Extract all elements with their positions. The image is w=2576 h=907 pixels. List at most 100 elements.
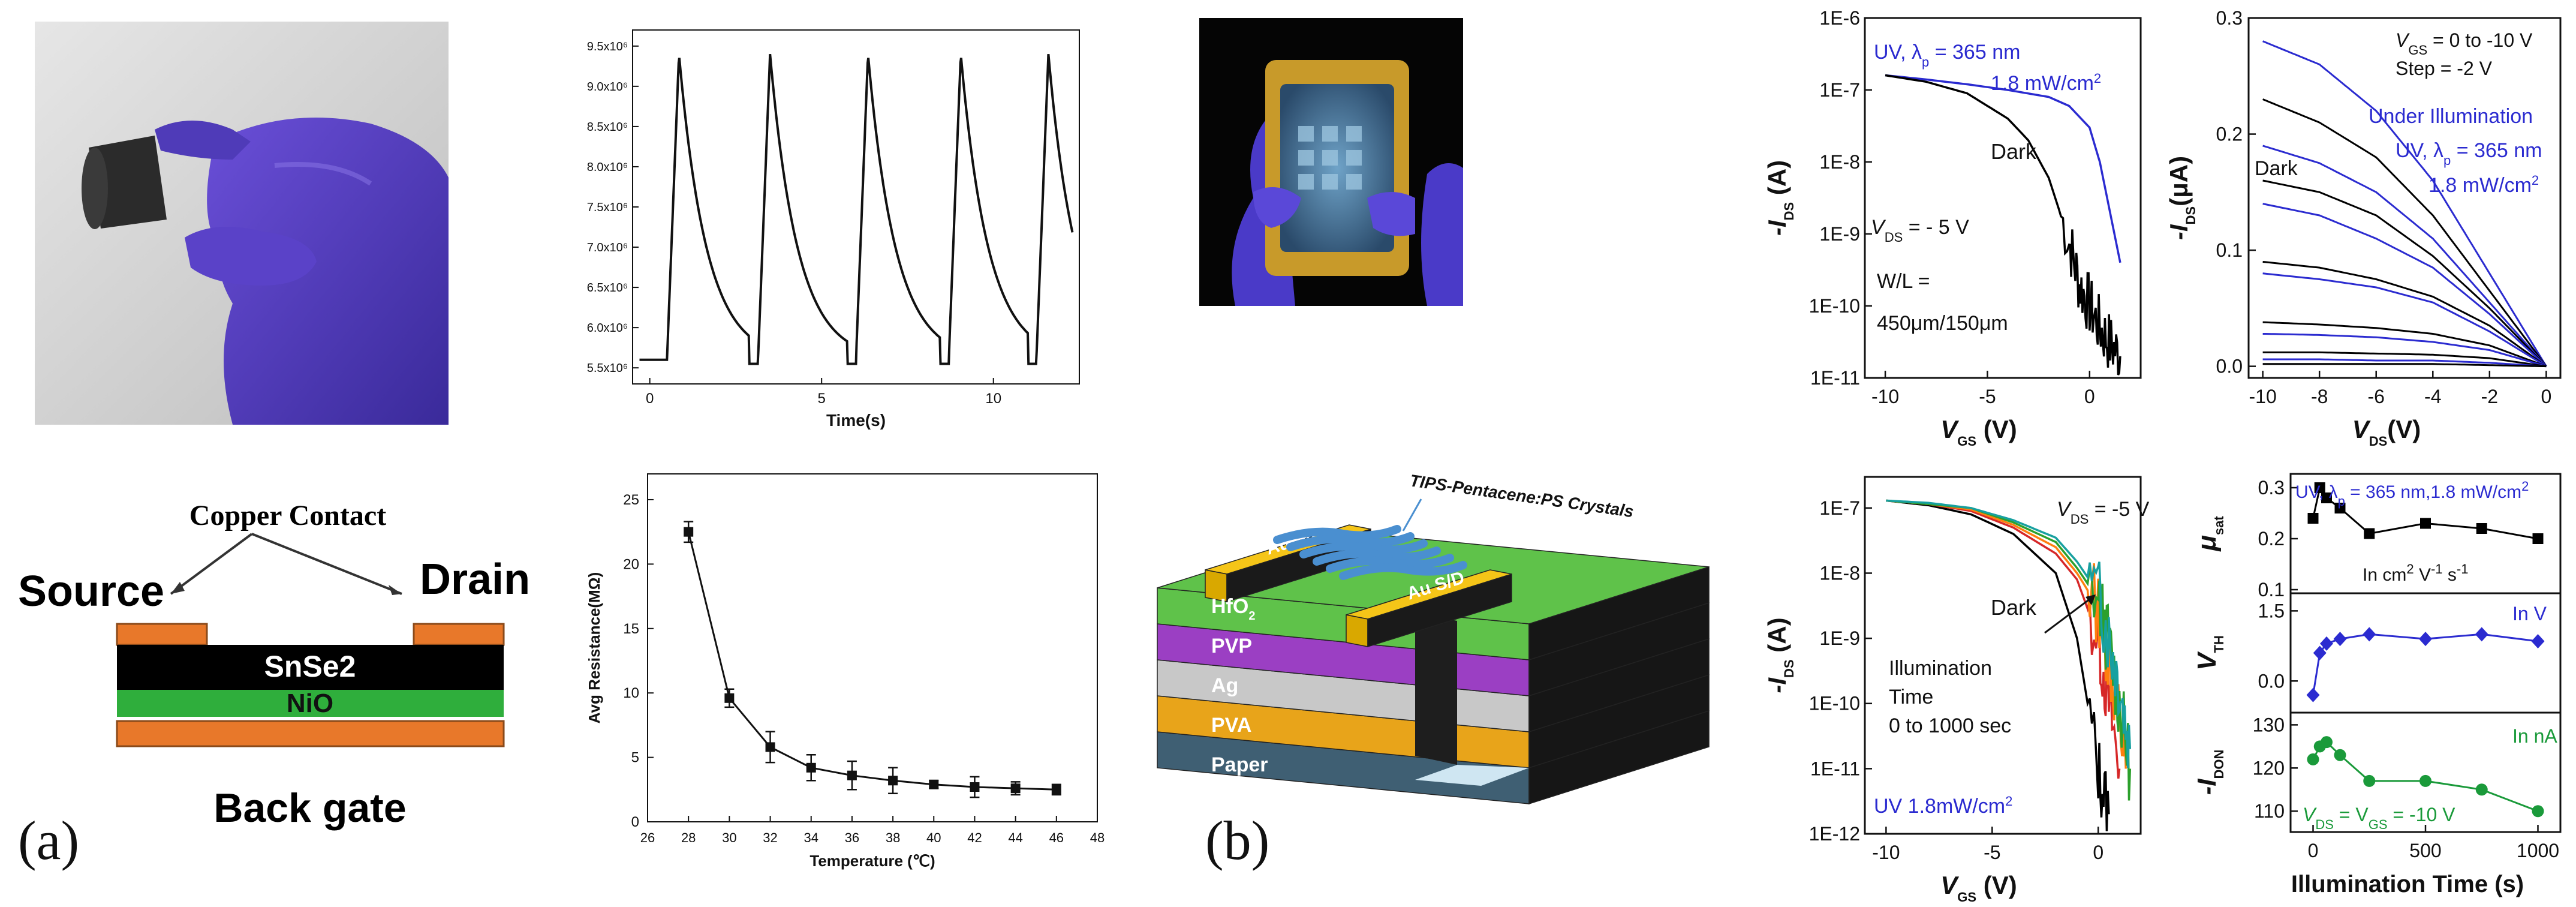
- y-tick-label: 120: [2253, 757, 2285, 779]
- text-span: 2: [2532, 173, 2539, 188]
- y-tick-label: 1E-10: [1809, 295, 1860, 317]
- data-point: [2321, 736, 2333, 749]
- vds-annotation: VDS = -5 V: [2057, 498, 2150, 527]
- y-tick-label: 9.0x10⁶: [587, 80, 628, 94]
- text-span: (A): [1763, 617, 1791, 659]
- uv-power-annotation: 1.8 mW/cm2: [2428, 173, 2539, 197]
- data-point: [2307, 513, 2319, 524]
- series-line: [639, 54, 1074, 365]
- y-tick-label: 1E-9: [1819, 223, 1860, 245]
- data-point: [2313, 645, 2327, 660]
- series-line: [2262, 40, 2547, 367]
- y-tick-label: 6.5x10⁶: [587, 281, 628, 295]
- y-tick-label: 1.5: [2258, 600, 2285, 621]
- idon-condition-annotation: VDS = VGS = -10 V: [2303, 804, 2455, 832]
- y-tick-label: 0.2: [2258, 528, 2285, 549]
- data-point: [2532, 805, 2544, 818]
- x-tick-label: -5: [1984, 842, 2000, 863]
- data-point: [2476, 523, 2487, 534]
- y-tick-label: 1E-8: [1819, 151, 1860, 173]
- series-line: [2262, 358, 2547, 368]
- text-span: In cm: [2363, 565, 2406, 585]
- text-span: V: [2057, 498, 2072, 521]
- x-tick-label: 32: [763, 830, 777, 845]
- wl-value-annotation: 450μm/150μm: [1877, 312, 2008, 335]
- text-span: V: [2303, 804, 2317, 825]
- text-span: sat: [2211, 516, 2226, 535]
- y-axis-label: -IDS(μA): [2165, 156, 2198, 240]
- text-span: (A): [1763, 160, 1791, 202]
- text-span: GS: [2408, 43, 2427, 58]
- y-tick-label: 1E-8: [1819, 562, 1860, 584]
- series-line: [687, 531, 1057, 791]
- data-point: [970, 782, 980, 792]
- text-span: V: [1940, 415, 1959, 443]
- plot-frame: [647, 473, 1098, 822]
- data-point: [2314, 482, 2325, 493]
- x-tick-label: -4: [2424, 386, 2441, 407]
- series-line: [2262, 145, 2547, 367]
- series-line: [1885, 74, 2121, 263]
- source-contact: [116, 623, 208, 646]
- nio-label: NiO: [287, 689, 333, 718]
- series-line: [2262, 261, 2547, 367]
- electrode-side: [1367, 573, 1512, 648]
- x-tick-label: 34: [804, 830, 818, 845]
- x-tick-label: 44: [1008, 830, 1022, 845]
- source-label: Source: [18, 567, 164, 615]
- text-span: V: [2352, 415, 2371, 443]
- data-point: [684, 527, 694, 537]
- x-axis-label: VDS(V): [2352, 415, 2421, 449]
- data-point: [929, 779, 939, 789]
- data-point: [2363, 627, 2376, 642]
- y-tick-label: 1E-11: [1810, 367, 1860, 389]
- y-tick-label: 9.5x10⁶: [587, 40, 628, 53]
- crystal: [1286, 532, 1415, 551]
- mu-axis-label: μsat: [2192, 516, 2226, 552]
- text-span: 2: [2406, 561, 2414, 576]
- data-point: [2419, 632, 2432, 647]
- y-tick-label: 1E-11: [1810, 758, 1860, 779]
- text-span: -I: [1763, 220, 1791, 236]
- y-tick-label: 1E-9: [1819, 627, 1860, 649]
- crystal-pointer: [1402, 498, 1422, 531]
- x-tick-label: 5: [818, 391, 826, 407]
- y-tick-label: 1E-7: [1819, 497, 1860, 519]
- series-line: [2262, 363, 2547, 368]
- cutout: [1415, 612, 1457, 765]
- mu-unit-annotation: In cm2 V-1 s-1: [2363, 561, 2468, 585]
- step-annotation: Step = -2 V: [2396, 58, 2493, 79]
- x-tick-label: 40: [926, 830, 941, 845]
- data-point: [2306, 687, 2320, 702]
- text-span: -I: [2165, 224, 2193, 240]
- text-span: p: [2338, 494, 2345, 509]
- x-tick-label: 38: [886, 830, 900, 845]
- drain-label: Drain: [420, 555, 530, 603]
- y-tick-label: 0.1: [2258, 579, 2285, 600]
- electrode-front: [1346, 614, 1368, 647]
- x-tick-label: 28: [681, 830, 696, 845]
- y-axis-label: -IDS (A): [1763, 617, 1796, 693]
- x-tick-label: 500: [2409, 840, 2441, 861]
- uv-annotation: UV, λp = 365 nm,1.8 mW/cm2: [2295, 479, 2529, 509]
- y-tick-label: 0.1: [2216, 239, 2243, 261]
- crystal: [1326, 554, 1454, 573]
- y-tick-label: 1E-10: [1809, 693, 1860, 714]
- y-tick-label: 6.0x10⁶: [587, 322, 628, 335]
- x-tick-label: 36: [845, 830, 859, 845]
- text-span: 2: [2521, 479, 2529, 494]
- vth-axis-label: VTH: [2192, 635, 2226, 671]
- text-span: -1: [2457, 561, 2469, 576]
- text-span: p: [2443, 153, 2451, 168]
- text-span: 2: [2094, 71, 2101, 86]
- text-span: GS: [2369, 817, 2388, 832]
- plot-frame: [2247, 17, 2562, 379]
- plot-frame: [1864, 476, 2142, 835]
- crystal: [1313, 546, 1441, 566]
- data-point: [2334, 749, 2346, 761]
- text-span: = 0 to -10 V: [2427, 29, 2533, 51]
- text-span: = - 5 V: [1903, 216, 1969, 239]
